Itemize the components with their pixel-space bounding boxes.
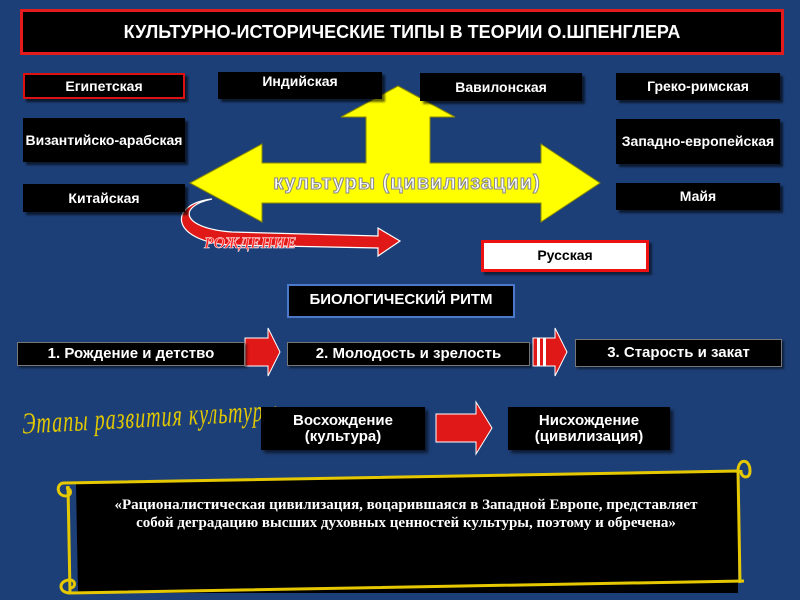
culture-greco-roman: Греко-римская <box>616 73 780 100</box>
culture-maya: Майя <box>616 183 780 210</box>
page-title: КУЛЬТУРНО-ИСТОРИЧЕСКИЕ ТИПЫ В ТЕОРИИ О.Ш… <box>20 9 784 55</box>
stage-2: 2. Молодость и зрелость <box>287 342 530 366</box>
ascent-box: Восхождение (культура) <box>261 407 425 450</box>
cultures-arrow <box>188 85 601 223</box>
culture-chinese: Китайская <box>23 184 185 212</box>
scroll-left-curl <box>56 481 72 498</box>
stage-arrow-2 <box>532 327 568 377</box>
bio-rhythm-box: БИОЛОГИЧЕСКИЙ РИТМ <box>287 284 515 318</box>
culture-western: Западно-европейская <box>616 119 780 164</box>
scroll-bottom-curl <box>59 578 76 595</box>
spengler-quote: «Рационалистическая цивилизация, воцарив… <box>114 497 698 531</box>
culture-babylonian: Вавилонская <box>420 73 582 101</box>
stage-arrow-2-stripe-b <box>543 338 546 366</box>
stage-arrow-1 <box>244 327 281 377</box>
scroll-top-curl <box>736 459 752 479</box>
culture-indian: Индийская <box>218 72 382 99</box>
quote-scroll <box>76 470 738 593</box>
stage-arrow-2-stripe-a <box>537 338 540 366</box>
culture-russian: Русская <box>481 240 649 272</box>
birth-curve-arrow <box>181 198 402 258</box>
descent-box: Нисхождение (цивилизация) <box>508 407 670 450</box>
stage-3: 3. Старость и закат <box>575 339 782 367</box>
culture-egyptian: Египетская <box>23 73 185 99</box>
stage-1: 1. Рождение и детство <box>17 342 245 366</box>
culture-byzantine: Византийско-арабская <box>23 118 185 162</box>
scroll-outline <box>63 469 745 595</box>
birth-label: РОЖДЕНИЕ <box>204 235 297 253</box>
arrow-label: культуры (цивилизации) <box>273 172 541 195</box>
ascent-arrow <box>435 400 493 456</box>
